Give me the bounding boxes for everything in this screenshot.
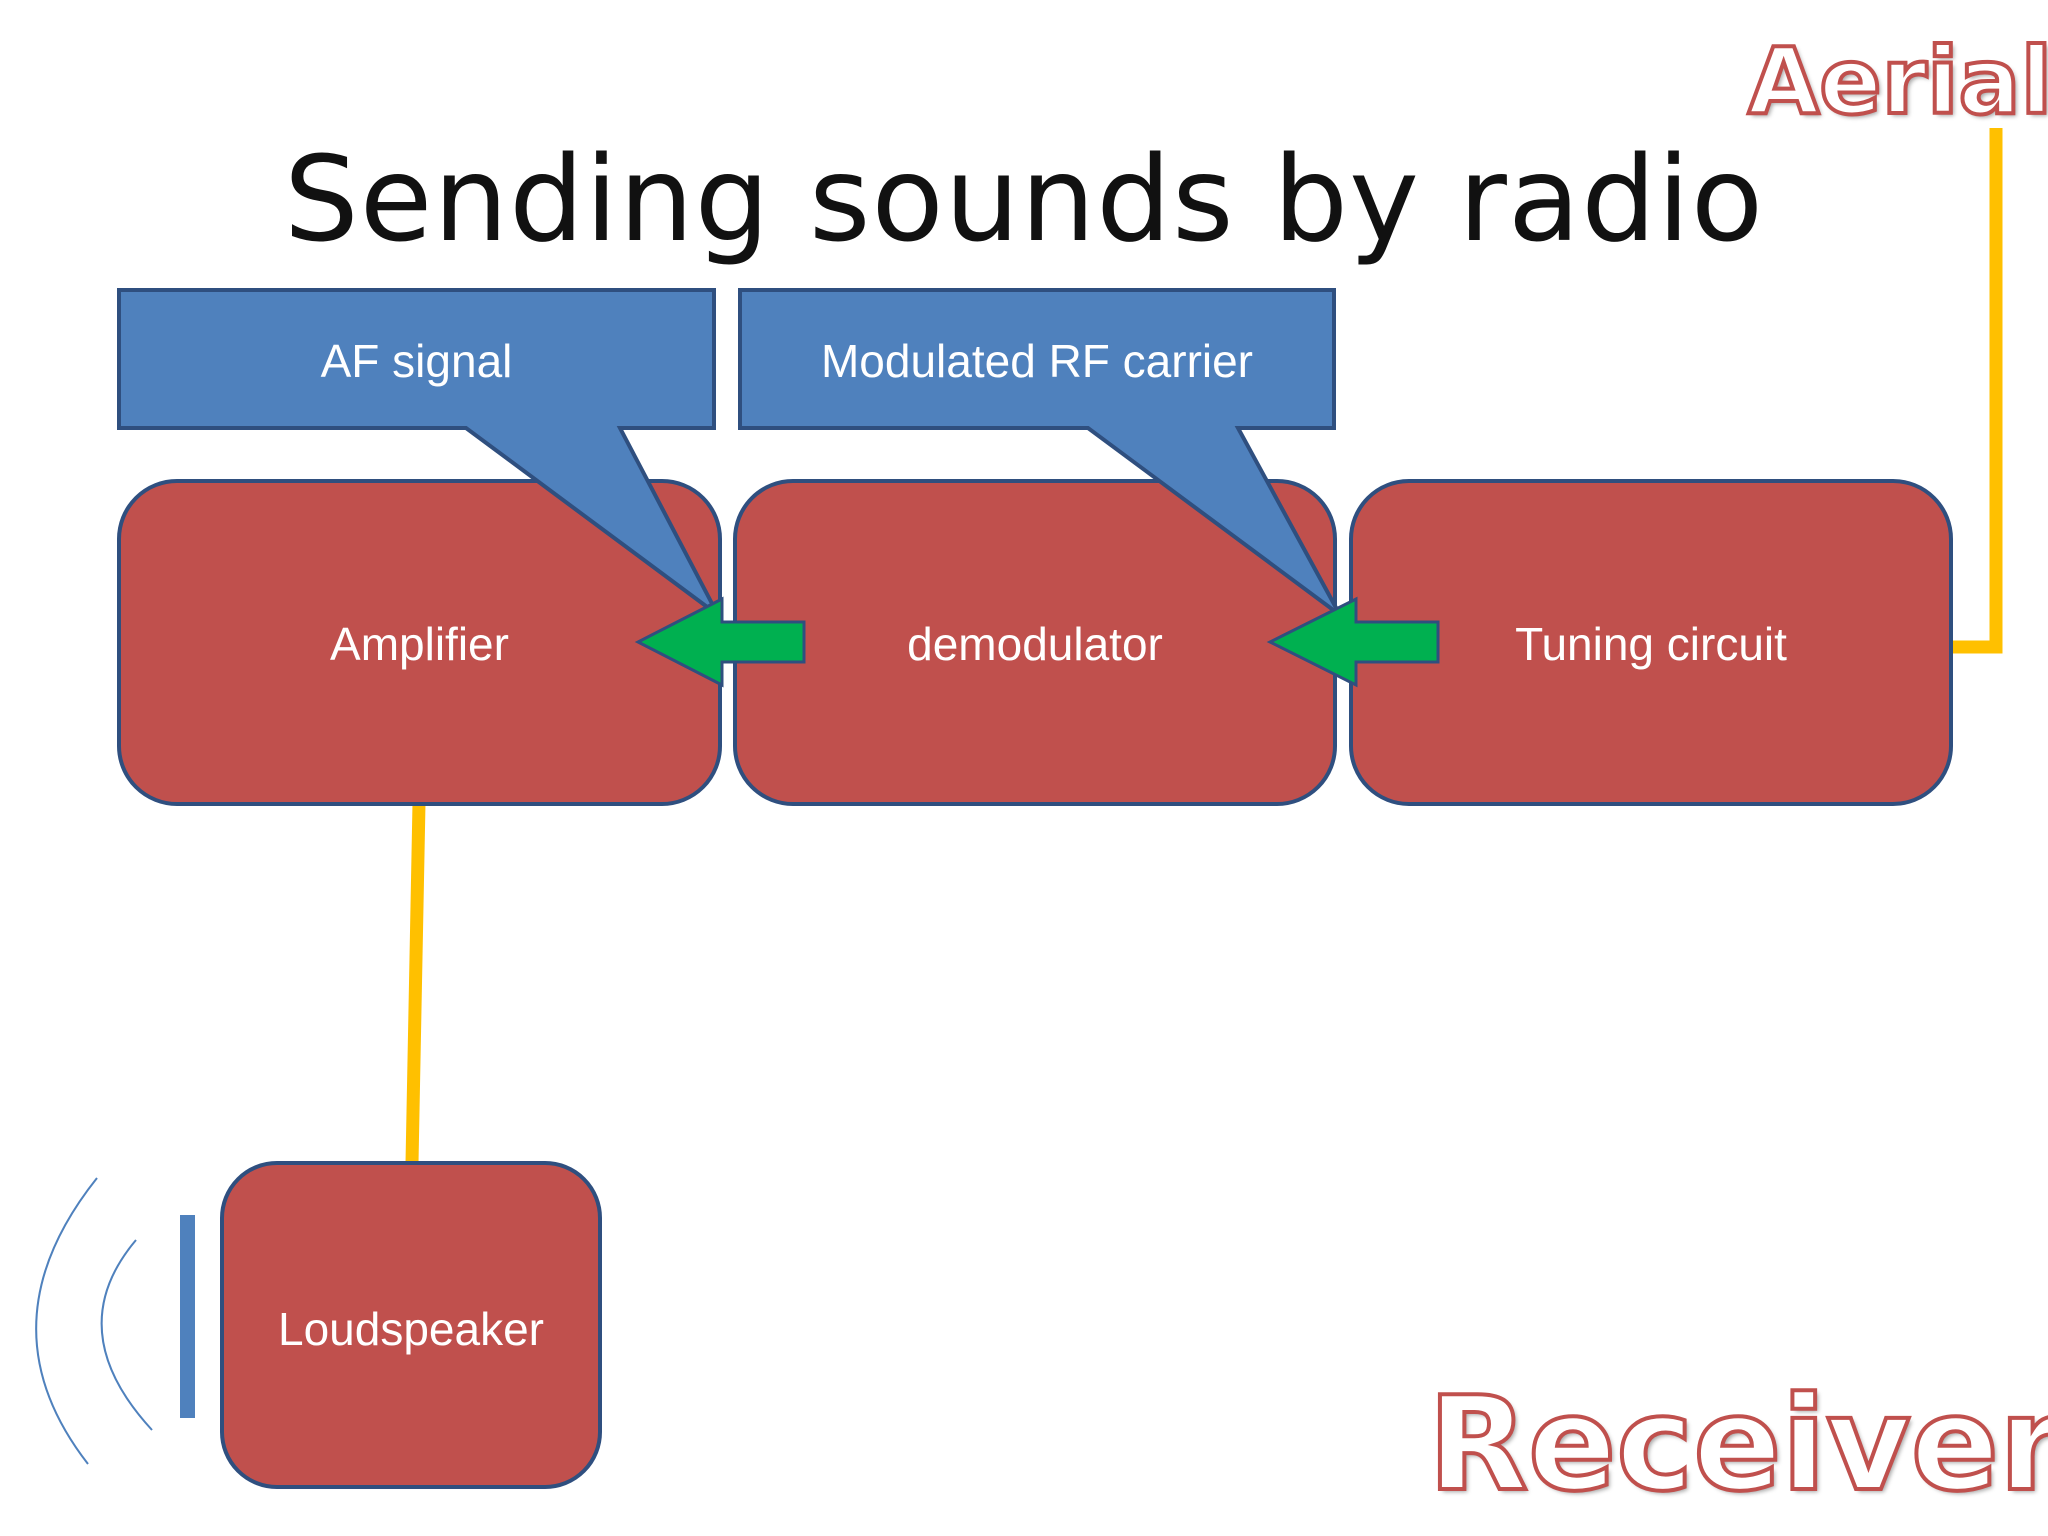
demodulator-label: demodulator [907, 618, 1163, 670]
slide-title: Sending sounds by radio [283, 130, 1765, 268]
af-signal-callout [117, 288, 720, 617]
sound-wave-inner-icon [100, 1239, 153, 1431]
aerial-wire [1948, 128, 2003, 654]
loudspeaker-block [220, 1161, 602, 1489]
modulated-rf-label: Modulated RF carrier [820, 335, 1254, 387]
sound-wave-outer-icon [35, 1177, 98, 1465]
amplifier-label: Amplifier [330, 618, 509, 670]
receiver-label: Receiver [1426, 1366, 2048, 1522]
arrow-demod-to-amp [634, 596, 806, 688]
modulated-rf-callout [738, 288, 1342, 617]
af-signal-label: AF signal [320, 335, 513, 387]
aerial-label: Aerial [1746, 26, 2048, 137]
loudspeaker-label: Loudspeaker [278, 1303, 544, 1355]
speaker-wire [405, 802, 426, 1164]
arrow-tuning-to-demod [1266, 596, 1440, 688]
speaker-diaphragm [180, 1215, 195, 1418]
tuning-circuit-label: Tuning circuit [1515, 618, 1787, 670]
